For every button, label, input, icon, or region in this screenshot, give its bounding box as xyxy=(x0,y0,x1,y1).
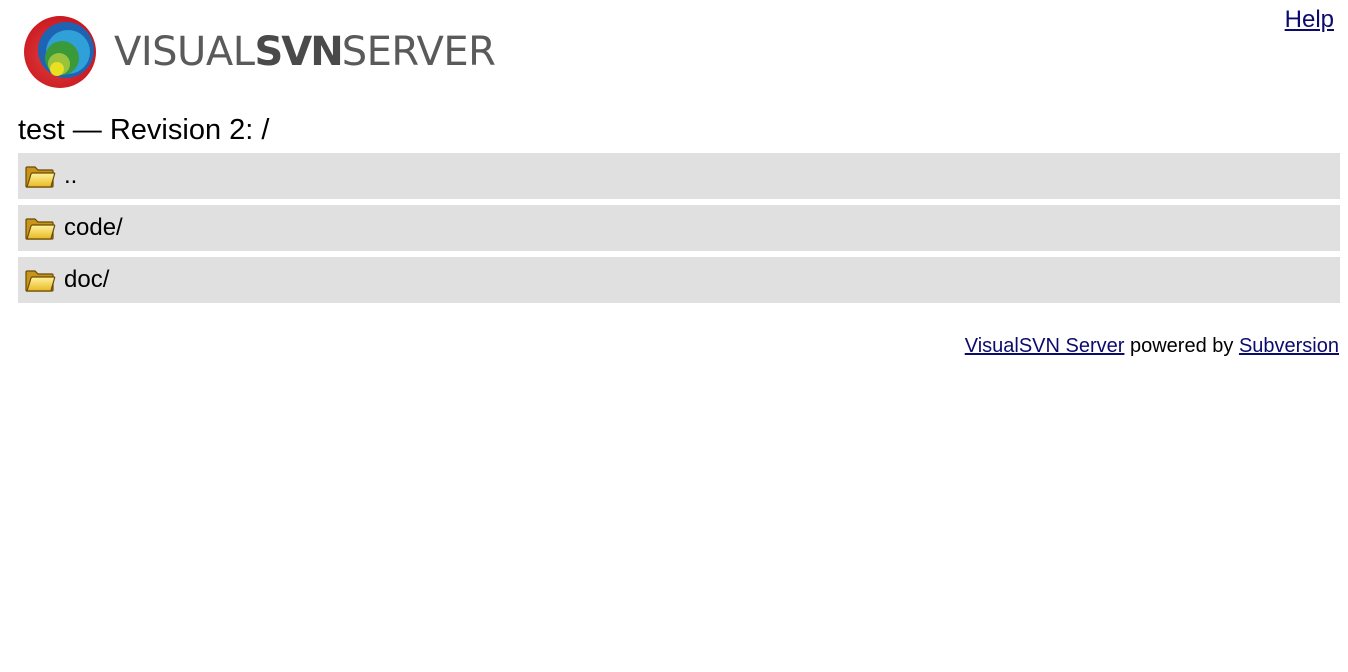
logo-wordmark-server: SERVER xyxy=(341,29,496,75)
page-title: test — Revision 2: / xyxy=(18,114,270,146)
subversion-link[interactable]: Subversion xyxy=(1238,335,1339,357)
list-item-doc[interactable]: doc/ xyxy=(18,257,1340,303)
visualsvn-server-logo: VISUALSVNSERVER xyxy=(22,14,496,90)
list-item-label: code/ xyxy=(64,214,123,241)
list-item-label: .. xyxy=(64,162,78,189)
folder-icon xyxy=(25,166,56,188)
logo-wordmark-visual: VISUAL xyxy=(114,29,255,75)
folder-icon xyxy=(25,270,56,292)
footer: VisualSVN Server powered by Subversion xyxy=(965,333,1339,359)
powered-by-text: powered by xyxy=(1124,335,1239,357)
folder-icon xyxy=(25,218,56,240)
visualsvn-server-link[interactable]: VisualSVN Server xyxy=(964,335,1125,357)
list-item-label: doc/ xyxy=(64,266,110,293)
logo-wordmark-svn: SVN xyxy=(254,29,343,75)
logo-wordmark: VISUALSVNSERVER xyxy=(114,29,496,75)
directory-listing: .. code/ doc/ xyxy=(18,153,1340,309)
list-item-parent-directory[interactable]: .. xyxy=(18,153,1340,199)
visualsvn-logo-icon xyxy=(24,16,96,88)
list-item-code[interactable]: code/ xyxy=(18,205,1340,251)
help-link[interactable]: Help xyxy=(1284,6,1334,33)
